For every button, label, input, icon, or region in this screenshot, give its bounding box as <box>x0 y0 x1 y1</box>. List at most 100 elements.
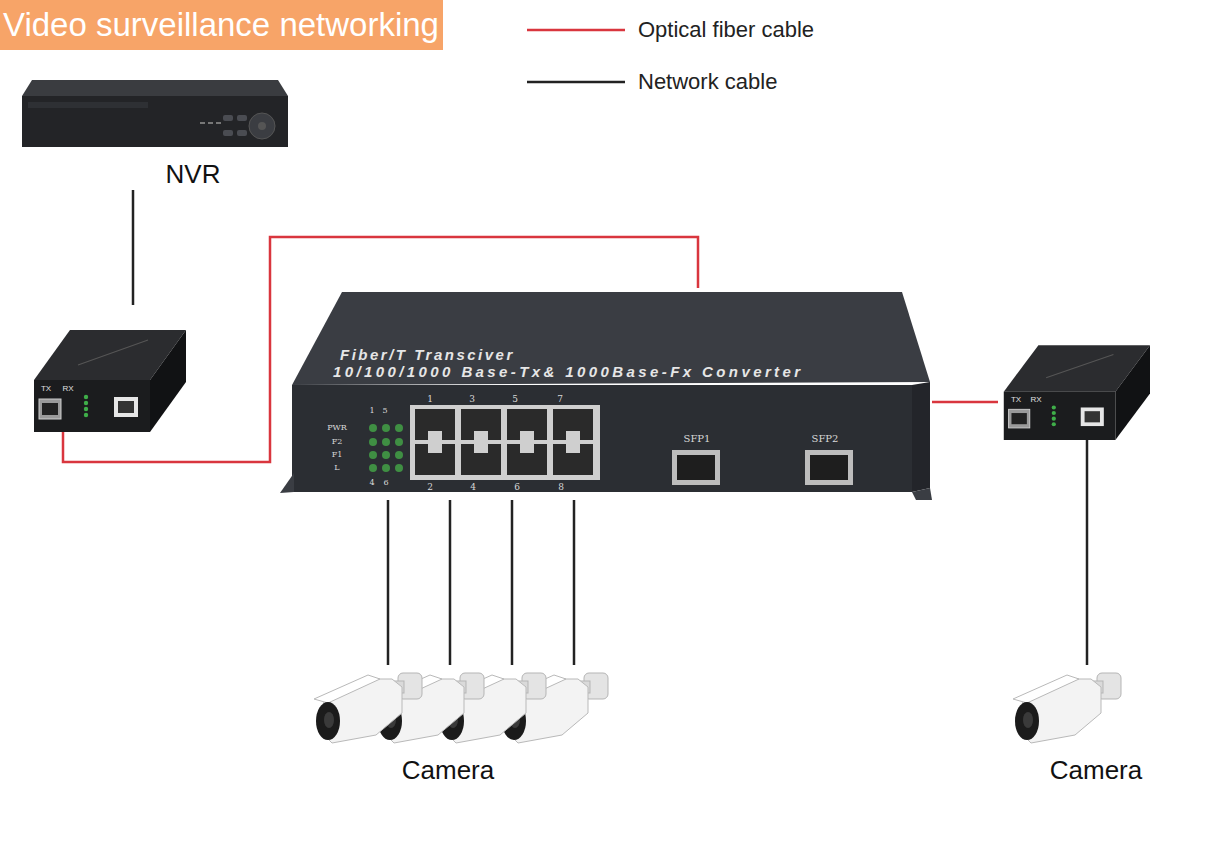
status-led <box>84 401 88 405</box>
network-cable <box>387 500 390 665</box>
camera-lens <box>1015 702 1039 740</box>
nvr-button <box>223 115 233 121</box>
status-led <box>1052 411 1056 415</box>
sfp-port <box>805 450 853 485</box>
status-led <box>84 413 88 417</box>
switch-top <box>292 292 930 385</box>
network-cable <box>132 190 135 305</box>
rj45-port <box>507 444 547 475</box>
port-label: TX <box>1011 396 1021 404</box>
media-converter <box>1004 345 1150 440</box>
sfp-port <box>39 399 61 419</box>
legend-row: Network cable <box>527 68 927 96</box>
rj45-port <box>114 397 138 417</box>
device-illustration <box>20 78 290 190</box>
status-led <box>369 438 377 446</box>
status-led <box>395 438 403 446</box>
device-illustration <box>280 288 932 500</box>
switch-side <box>912 382 930 492</box>
sfp-hole <box>677 455 715 480</box>
mount-ear <box>280 473 294 493</box>
camera-hood <box>314 675 380 703</box>
network-cable <box>511 500 514 665</box>
nvr-indicator <box>200 122 205 124</box>
bullet-camera <box>1013 673 1121 743</box>
converter-stripe <box>1046 355 1113 378</box>
legend-text: Optical fiber cable <box>638 19 814 41</box>
rj45-notch <box>566 431 580 440</box>
status-led <box>1052 417 1056 421</box>
fiber-cable <box>932 401 998 404</box>
nvr-button <box>237 115 247 121</box>
sfp-hole <box>1011 413 1026 424</box>
sfp-port <box>672 450 720 485</box>
mount-ear <box>912 488 932 500</box>
camera-lens <box>316 702 340 740</box>
legend-line <box>527 29 625 32</box>
status-led <box>84 395 88 399</box>
status-led <box>382 424 390 432</box>
status-led <box>382 464 390 472</box>
nvr-front <box>22 96 288 147</box>
rj45-port <box>1081 407 1104 426</box>
converter-side <box>150 330 186 432</box>
rj45-notch <box>474 444 488 453</box>
sfp-port <box>1009 409 1030 428</box>
camera-single: Camera <box>1018 665 1150 790</box>
camera-group: Camera <box>305 665 640 790</box>
converter-front <box>1004 392 1116 440</box>
device-spec: 10/100/1000 Base-Tx& 1000Base-Fx Convert… <box>333 364 804 379</box>
converter-side <box>1115 345 1150 440</box>
rj45-notch <box>428 444 442 453</box>
nvr-indicator <box>216 122 221 124</box>
media-converter-box: TX RX <box>28 305 186 432</box>
diagram-title: Video surveillance networking <box>0 0 443 50</box>
nvr-device: NVR <box>20 78 290 190</box>
rj45-notch <box>428 431 442 440</box>
nvr-top <box>22 80 288 96</box>
legend-line-sample <box>527 68 627 96</box>
rj45-notch <box>520 444 534 453</box>
sfp-hole <box>42 403 58 415</box>
sfp-hole <box>810 455 848 480</box>
status-led <box>84 407 88 411</box>
rj45-port <box>507 409 547 440</box>
legend-line <box>527 81 625 84</box>
camera-hood <box>1013 675 1079 703</box>
nvr-dial-center <box>258 122 266 130</box>
switch-front <box>292 385 912 492</box>
rj45-hole <box>1085 411 1100 422</box>
converter-front <box>34 380 150 432</box>
status-led <box>369 451 377 459</box>
port-label: TX <box>41 385 51 393</box>
network-cable <box>573 500 576 665</box>
converter-stripe <box>78 340 148 365</box>
camera-glass <box>1023 712 1033 728</box>
rj45-hole <box>118 401 134 413</box>
nvr-button <box>237 130 247 136</box>
status-led <box>369 464 377 472</box>
legend-row: Optical fiber cable <box>527 16 927 44</box>
device-label: Camera <box>402 757 494 783</box>
device-name: Fiber/T Transciver <box>340 347 515 362</box>
network-cable <box>449 500 452 665</box>
rj45-port <box>415 409 455 440</box>
status-led <box>395 464 403 472</box>
network-cable <box>1086 440 1089 665</box>
rj45-notch <box>520 431 534 440</box>
rj45-port <box>553 444 593 475</box>
port-label: RX <box>62 385 73 393</box>
media-converter <box>34 330 186 432</box>
status-led <box>395 424 403 432</box>
legend-text: Network cable <box>638 71 777 93</box>
rj45-port <box>415 444 455 475</box>
nvr-dial <box>249 113 275 139</box>
fiber-switch: Fiber/T Transciver 10/100/1000 Base-Tx& 1… <box>280 288 932 500</box>
device-illustration <box>28 305 186 432</box>
bullet-camera <box>314 673 422 743</box>
device-label: Camera <box>1050 757 1142 783</box>
rj45-port <box>461 409 501 440</box>
rj45-notch <box>474 431 488 440</box>
status-led <box>395 451 403 459</box>
media-converter-box: TXRX <box>998 322 1150 440</box>
